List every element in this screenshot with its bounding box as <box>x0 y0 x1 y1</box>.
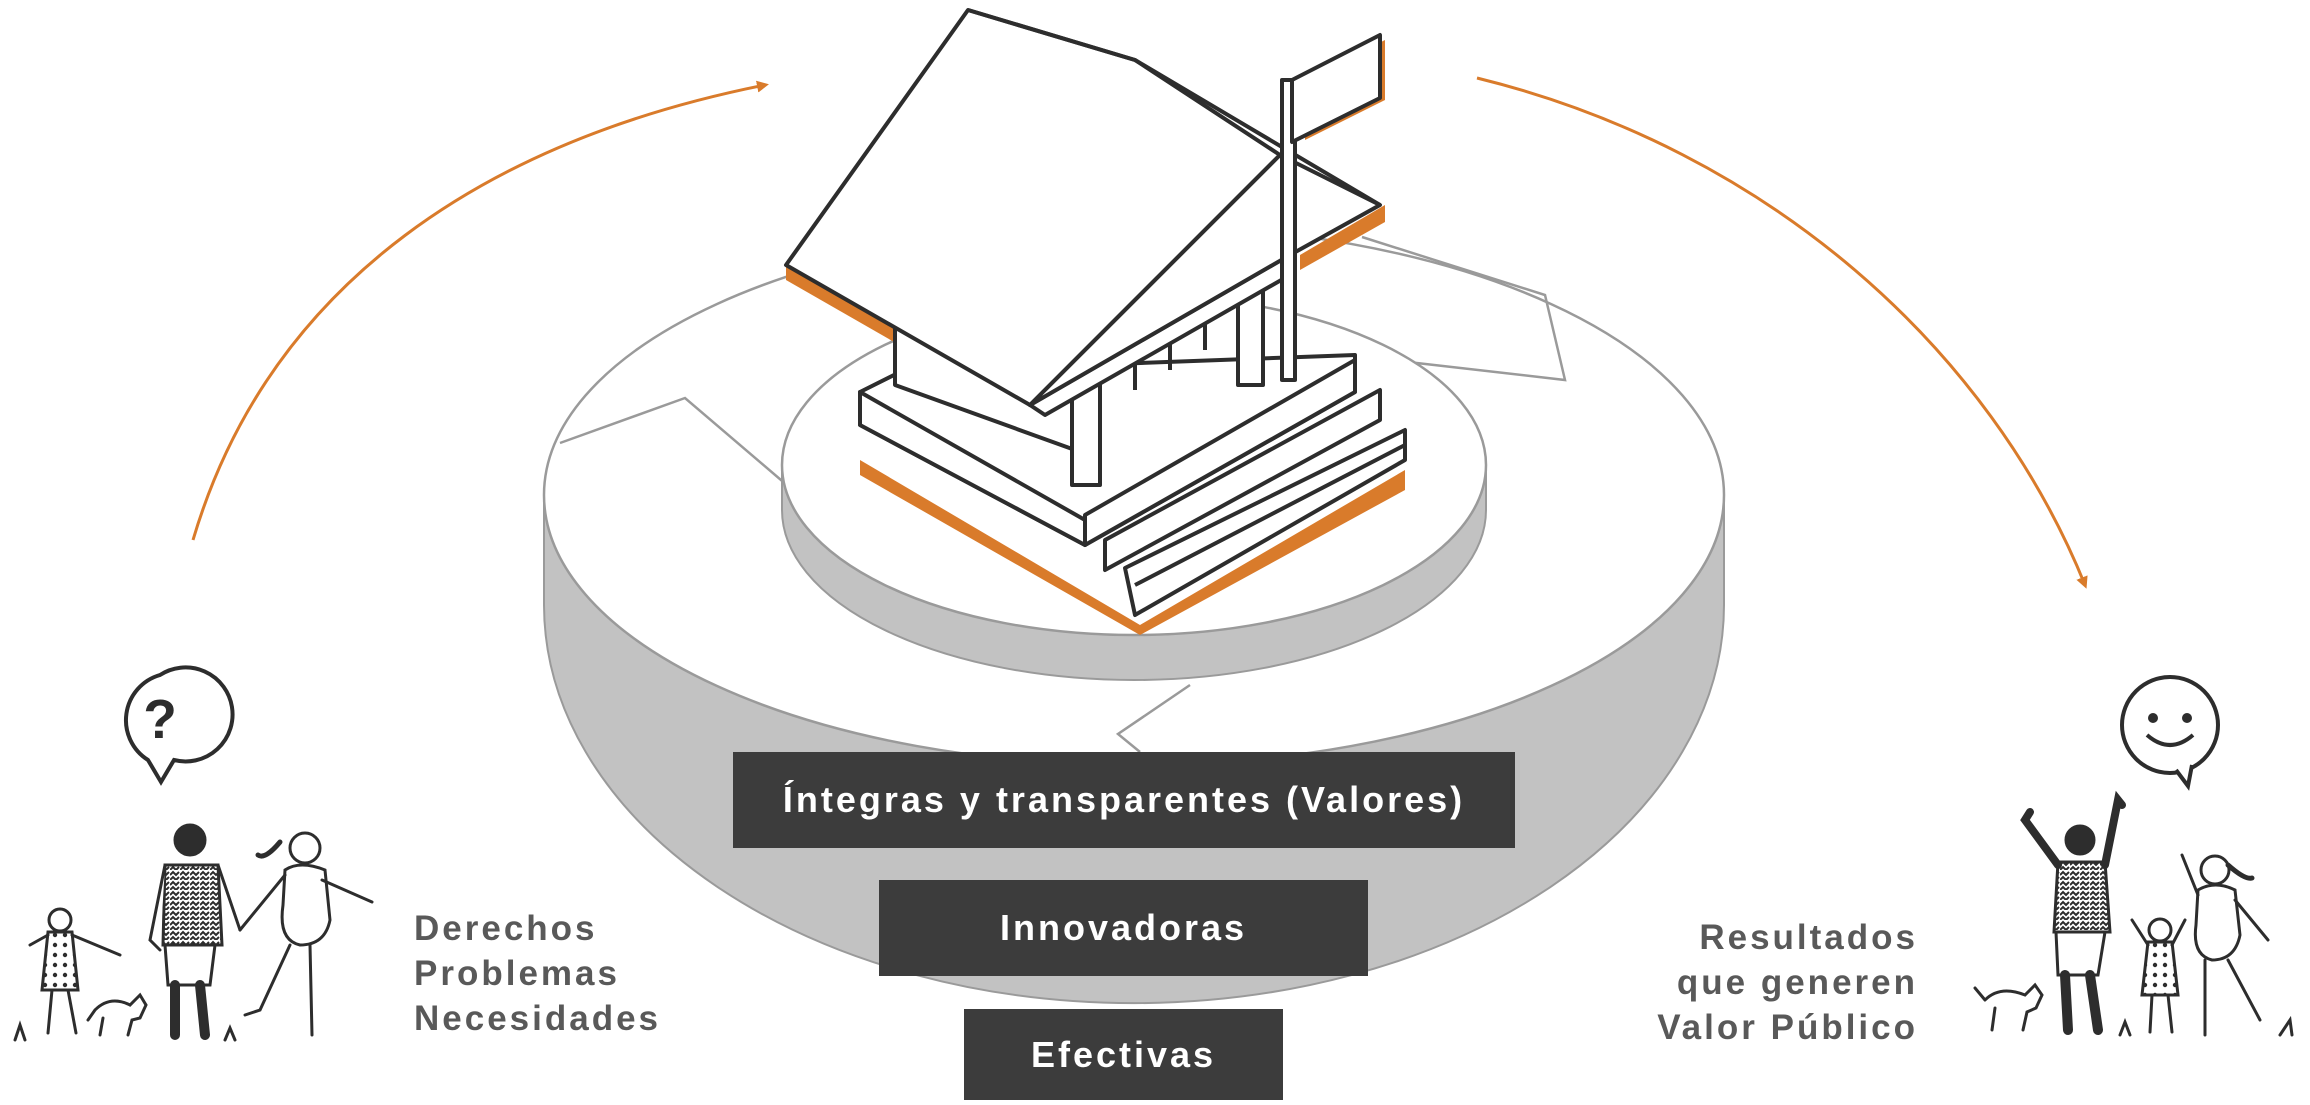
left-caption-line-1: Derechos <box>414 909 598 948</box>
right-caption-line-2: que generen <box>1676 963 1918 1002</box>
question-bubble-icon: ? <box>124 665 235 786</box>
right-caption-line-3: Valor Público <box>1657 1008 1918 1047</box>
left-caption: Derechos Problemas Necesidades <box>414 906 661 1041</box>
value-bar-innovadoras: Innovadoras <box>879 880 1368 976</box>
left-arrow <box>191 80 769 541</box>
left-caption-line-2: Problemas <box>414 954 620 993</box>
right-caption: Resultados que generen Valor Público <box>1600 915 1918 1050</box>
left-family-icon <box>13 823 374 1042</box>
smiley-bubble-icon <box>2120 675 2220 791</box>
institution-building-icon <box>784 8 1407 635</box>
value-bar-efectivas: Efectivas <box>964 1009 1283 1100</box>
bubble-question-mark: ? <box>143 688 177 750</box>
left-caption-line-3: Necesidades <box>414 999 662 1038</box>
right-arrow <box>1476 76 2088 589</box>
value-bar-integras: Íntegras y transparentes (Valores) <box>733 752 1515 848</box>
right-caption-line-1: Resultados <box>1699 918 1918 957</box>
right-family-icon <box>1973 790 2294 1037</box>
